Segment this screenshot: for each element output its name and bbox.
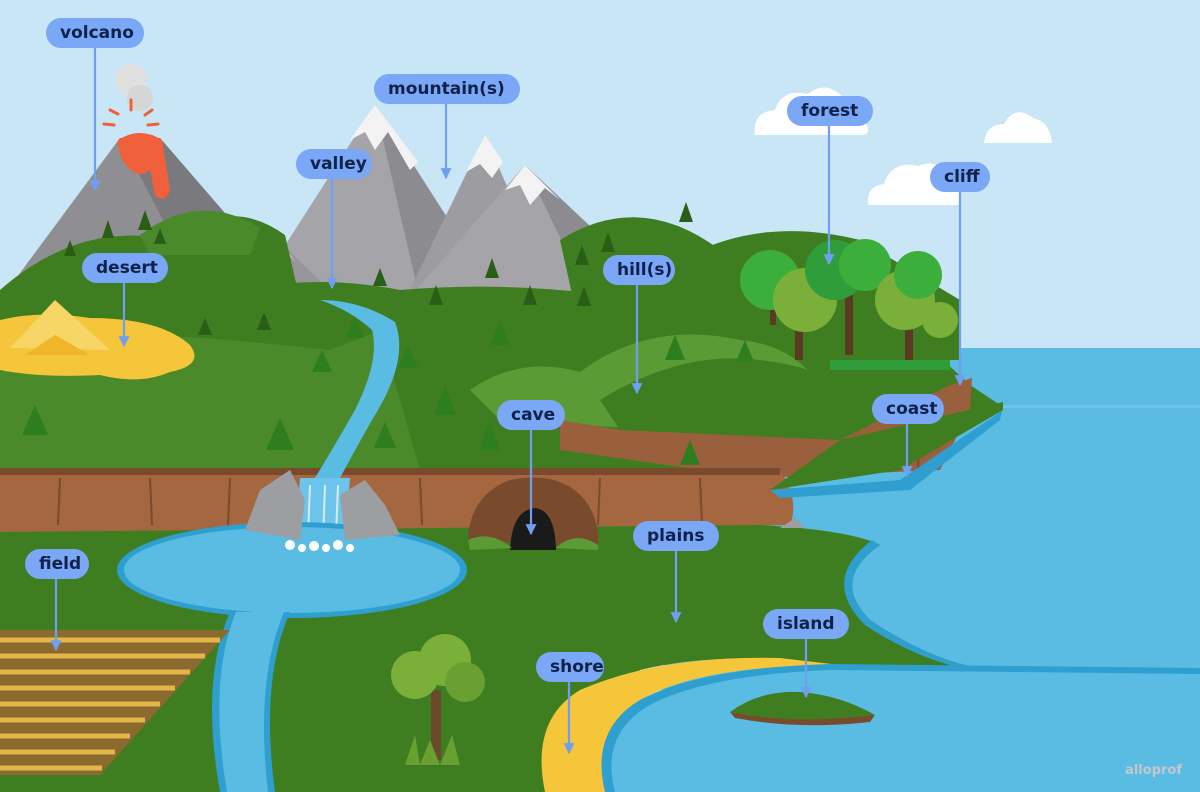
label-mountains: mountain(s)	[374, 74, 520, 104]
label-field: field	[25, 549, 89, 579]
label-cave: cave	[497, 400, 565, 430]
forest-trees	[740, 239, 958, 370]
label-valley: valley	[296, 149, 372, 179]
small-trees	[22, 202, 754, 465]
island-shape	[730, 691, 875, 726]
label-hills: hill(s)	[603, 255, 675, 285]
label-cliff: cliff	[930, 162, 990, 192]
label-desert: desert	[82, 253, 168, 283]
label-island: island	[763, 609, 849, 639]
rocks	[245, 470, 805, 540]
label-shore: shore	[536, 652, 604, 682]
shore-bay	[541, 657, 1200, 792]
alloprof-logo: alloprof	[1125, 763, 1182, 778]
river	[117, 300, 467, 792]
label-volcano: volcano	[46, 18, 144, 48]
label-plains: plains	[633, 521, 719, 551]
cliff-wall	[0, 378, 1003, 535]
label-forest: forest	[787, 96, 873, 126]
pointer-arrows	[50, 47, 966, 755]
cave-entrance	[468, 477, 599, 550]
crop-field	[0, 630, 230, 775]
label-coast: coast	[872, 394, 944, 424]
plains-tree	[391, 634, 485, 765]
